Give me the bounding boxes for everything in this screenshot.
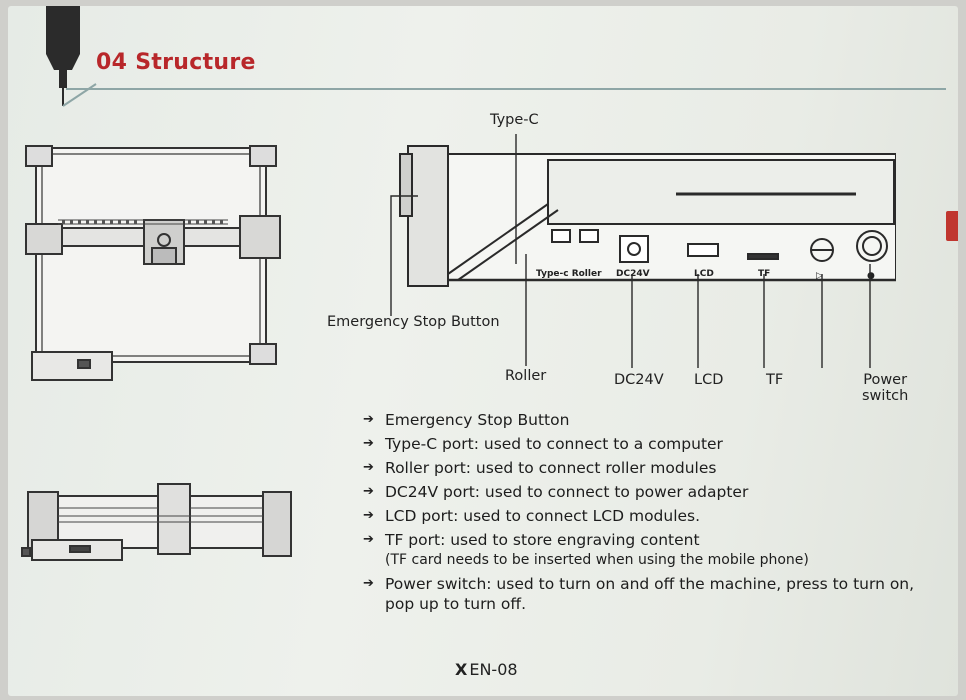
label-emergency-stop: Emergency Stop Button: [327, 314, 500, 330]
list-item: ➔ Type-C port: used to connect to a comp…: [363, 434, 943, 454]
drill-bit-icon: [46, 6, 97, 107]
header-rule: [66, 88, 946, 90]
panel-mark-power: ●: [867, 271, 875, 281]
list-item: ➔ Power switch: used to turn on and off …: [363, 574, 943, 614]
page-number: EN-08: [469, 660, 518, 679]
label-power-line2: switch: [862, 388, 909, 404]
list-item-text: Roller port: used to connect roller modu…: [385, 459, 717, 477]
list-item-text: Power switch: used to turn on and off th…: [385, 575, 915, 613]
label-power-switch: Power switch: [862, 372, 908, 404]
label-dc24v: DC24V: [614, 372, 664, 388]
list-item: ➔ DC24V port: used to connect to power a…: [363, 482, 943, 502]
list-item-note: (TF card needs to be inserted when using…: [385, 552, 809, 568]
list-item: ➔ Emergency Stop Button: [363, 410, 943, 430]
arrow-right-icon: ➔: [363, 484, 374, 499]
port-panel-illustration: Type-c Roller DC24V LCD TF ▷ ●: [399, 145, 896, 287]
brand-logo-icon: X: [455, 660, 468, 679]
section-number: 04: [96, 50, 128, 75]
arrow-right-icon: ➔: [363, 532, 374, 547]
port-description-list: ➔ Emergency Stop Button ➔ Type-C port: u…: [363, 410, 943, 618]
list-item-text: Emergency Stop Button: [385, 411, 570, 429]
arrow-right-icon: ➔: [363, 460, 374, 475]
panel-label-lcd: LCD: [694, 269, 714, 279]
arrow-right-icon: ➔: [363, 436, 374, 451]
machine-side-view-illustration: [21, 483, 292, 561]
arrow-right-icon: ➔: [363, 576, 374, 591]
list-item-text: DC24V port: used to connect to power ada…: [385, 483, 749, 501]
list-item: ➔ LCD port: used to connect LCD modules.: [363, 506, 943, 526]
section-title: Structure: [135, 50, 256, 75]
machine-top-view-illustration: [25, 145, 281, 381]
manual-page: 04 Structure: [8, 6, 958, 696]
arrow-right-icon: ➔: [363, 412, 374, 427]
list-item-main: TF port: used to store engraving content: [385, 531, 700, 549]
list-item-text: Type-C port: used to connect to a comput…: [385, 435, 723, 453]
list-item: ➔ Roller port: used to connect roller mo…: [363, 458, 943, 478]
list-item-text: LCD port: used to connect LCD modules.: [385, 507, 701, 525]
list-item: ➔ TF port: used to store engraving conte…: [363, 530, 943, 570]
label-type-c: Type-C: [490, 112, 539, 128]
label-tf: TF: [766, 372, 784, 388]
side-tab: [946, 211, 958, 241]
label-power-line1: Power: [863, 372, 908, 388]
arrow-right-icon: ➔: [363, 508, 374, 523]
list-item-text: TF port: used to store engraving content…: [385, 530, 943, 570]
label-lcd: LCD: [694, 372, 724, 388]
leader-lines: [390, 134, 871, 368]
panel-label-typec-roller: Type-c Roller: [536, 269, 602, 279]
page-title: 04 Structure: [96, 50, 256, 75]
panel-label-dc24v: DC24V: [616, 269, 650, 279]
panel-mark-play: ▷: [816, 271, 823, 281]
label-roller: Roller: [505, 368, 547, 384]
